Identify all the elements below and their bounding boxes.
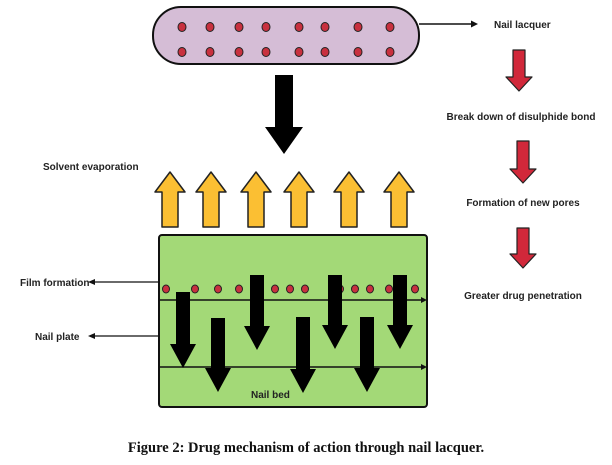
film-formation-label: Film formation [20, 278, 89, 289]
nail-plate-label: Nail plate [35, 332, 80, 343]
evaporation-up-arrow [333, 171, 365, 228]
penetration-down-arrow [244, 275, 270, 350]
figure-caption: Figure 2: Drug mechanism of action throu… [128, 440, 484, 456]
step-down-arrow [505, 49, 533, 92]
lacquer-drop [205, 22, 215, 32]
lacquer-drop [261, 22, 271, 32]
lacquer-drop [261, 47, 271, 57]
film-pointer-arrowhead [88, 279, 95, 285]
plate-boundary-arrowhead [421, 364, 427, 370]
solvent-evaporation-label: Solvent evaporation [43, 162, 139, 173]
lacquer-drop [353, 47, 363, 57]
step-1-label: Break down of disulphide bond [447, 112, 596, 123]
nail-lacquer-label: Nail lacquer [494, 20, 551, 31]
evaporation-up-arrow [383, 171, 415, 228]
penetration-arrows [170, 275, 413, 393]
lacquer-drop [234, 22, 244, 32]
film-drop [366, 284, 374, 294]
lacquer-drop [177, 22, 187, 32]
step-3-label: Greater drug penetration [464, 291, 582, 302]
evaporation-up-arrow [195, 171, 227, 228]
penetration-down-arrow [354, 317, 380, 392]
film-drop [235, 284, 243, 294]
lacquer-drop [320, 47, 330, 57]
film-drop [286, 284, 294, 294]
penetration-down-arrow [290, 317, 316, 393]
lacquer-drop [294, 47, 304, 57]
film-drop [411, 284, 419, 294]
nail-lacquer-capsule [152, 6, 420, 65]
evaporation-up-arrow [154, 171, 186, 228]
film-boundary-arrowhead [421, 297, 427, 303]
lacquer-connector-arrowhead [471, 20, 478, 28]
penetration-down-arrow [387, 275, 413, 349]
film-drop [271, 284, 279, 294]
lacquer-drops [177, 22, 395, 57]
penetration-down-arrow [205, 318, 231, 392]
nail-block [158, 234, 428, 408]
lacquer-drop [385, 47, 395, 57]
penetration-down-arrow [170, 292, 196, 368]
film-drop [162, 284, 170, 294]
step-2-label: Formation of new pores [466, 198, 580, 209]
lacquer-drop [205, 47, 215, 57]
film-drop [191, 284, 199, 294]
lacquer-drop [294, 22, 304, 32]
step-arrows [505, 49, 537, 269]
penetration-down-arrow [322, 275, 348, 349]
nail-bed-label: Nail bed [251, 390, 290, 401]
film-drop [385, 284, 393, 294]
lacquer-drop [234, 47, 244, 57]
plate-pointer-arrowhead [88, 333, 95, 339]
film-drop [351, 284, 359, 294]
evaporation-up-arrow [240, 171, 272, 228]
lacquer-drop [320, 22, 330, 32]
lacquer-drop [385, 22, 395, 32]
film-drop [301, 284, 309, 294]
application-down-arrow [265, 75, 303, 154]
film-drop [214, 284, 222, 294]
evaporation-up-arrow [283, 171, 315, 228]
step-down-arrow [509, 140, 537, 184]
evaporation-arrows [154, 171, 415, 228]
lacquer-drop [177, 47, 187, 57]
step-down-arrow [509, 227, 537, 269]
lacquer-drop [353, 22, 363, 32]
